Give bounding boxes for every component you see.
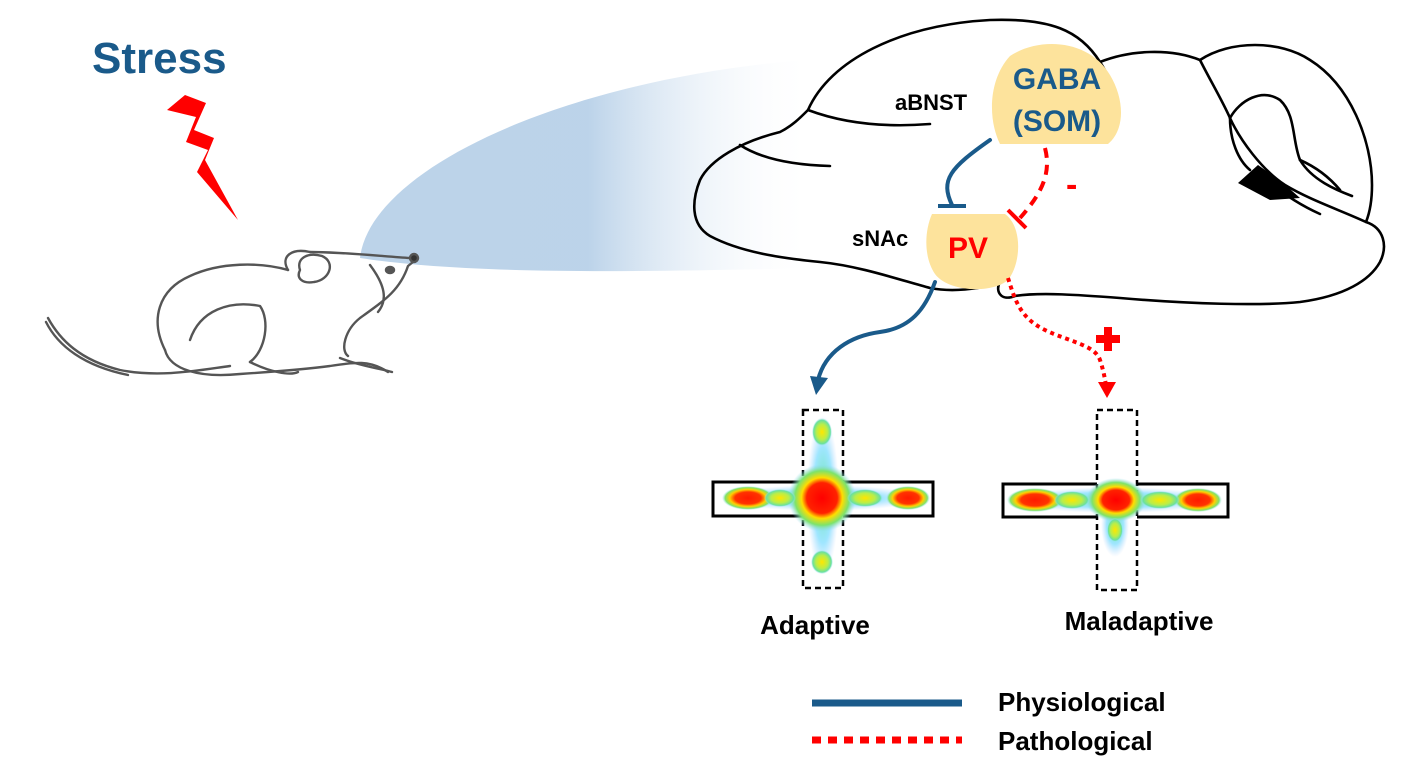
gaba-label: GABA	[1013, 63, 1101, 96]
pathological-arrowhead	[1098, 382, 1116, 398]
pathological-arrow	[1006, 277, 1108, 386]
gaba-som-node	[991, 43, 1122, 144]
physiological-arrowhead	[810, 376, 828, 395]
som-label: (SOM)	[1013, 105, 1101, 138]
lightning-bolt-icon	[167, 95, 238, 220]
legend-pathological-label: Pathological	[998, 726, 1153, 756]
physiological-inhibition-line	[945, 138, 992, 207]
abnst-label: aBNST	[895, 90, 968, 115]
maladaptive-label: Maladaptive	[1065, 606, 1214, 636]
maladaptive-maze	[1001, 408, 1230, 592]
pv-node	[926, 214, 1019, 290]
mouse-drawing	[44, 249, 420, 377]
physiological-arrow	[816, 280, 937, 382]
legend-physiological-label: Physiological	[998, 687, 1166, 717]
sensory-beam	[360, 60, 815, 272]
adaptive-label: Adaptive	[760, 610, 870, 640]
snac-label: sNAc	[852, 226, 908, 251]
minus-sign: -	[1066, 166, 1077, 204]
plus-sign	[1096, 327, 1120, 351]
pathological-inhibition-line	[1018, 147, 1050, 220]
stress-label: Stress	[92, 34, 227, 83]
adaptive-maze	[711, 408, 935, 590]
brain-ventricle-shape	[1238, 165, 1300, 200]
pv-label: PV	[948, 232, 988, 265]
pathological-inhibition-bar	[1006, 208, 1028, 230]
brain-outline	[692, 18, 1386, 306]
